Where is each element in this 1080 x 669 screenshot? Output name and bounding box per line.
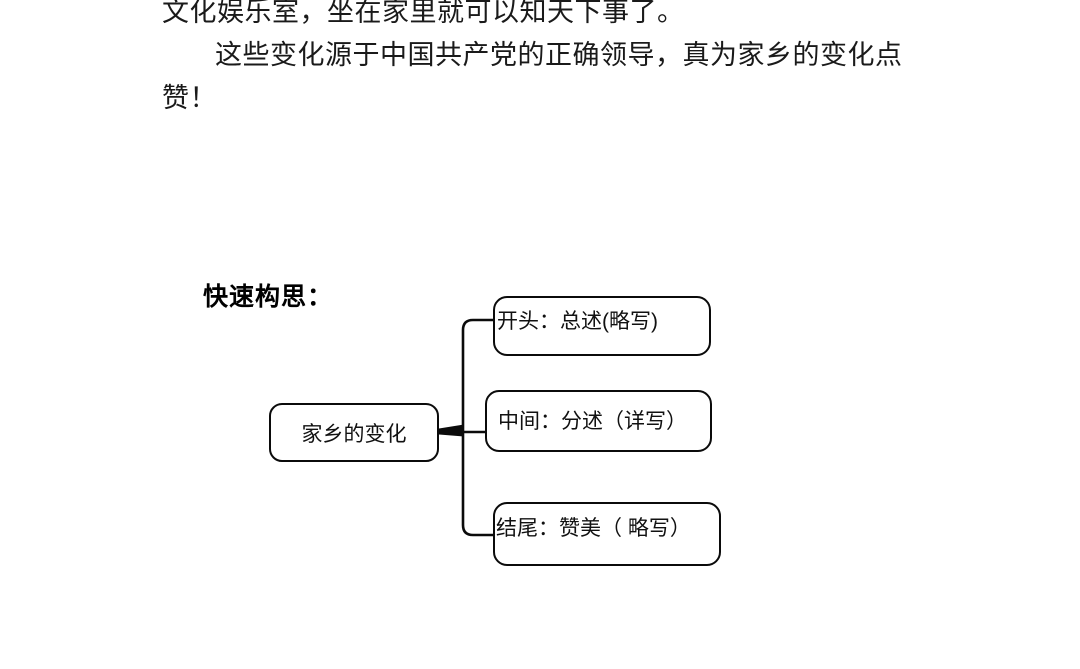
- body-paragraph-block: 文化娱乐室，坐在家里就可以知天下事了。 这些变化源于中国共产党的正确领导，真为家…: [162, 0, 952, 120]
- paragraph-line-3: 赞！: [162, 83, 217, 113]
- paragraph-line-2: 这些变化源于中国共产党的正确领导，真为家乡的变化点: [215, 40, 903, 70]
- diagram-node-middle[interactable]: 中间：分述（详写）: [485, 390, 712, 452]
- diagram-node-beginning[interactable]: 开头：总述(略写): [493, 296, 711, 356]
- diagram-node-middle-label: 中间：分述（详写）: [498, 410, 687, 433]
- section-title-quick-outline: 快速构思：: [203, 283, 334, 311]
- diagram-node-beginning-label: 开头：总述(略写): [497, 310, 658, 333]
- diagram-node-ending-label: 结尾：赞美（ 略写）: [496, 517, 691, 540]
- diagram-node-ending[interactable]: 结尾：赞美（ 略写）: [493, 502, 721, 566]
- diagram-node-root-label: 家乡的变化: [301, 422, 407, 446]
- paragraph-line-1: 文化娱乐室，坐在家里就可以知天下事了。: [162, 0, 685, 27]
- diagram-node-root[interactable]: 家乡的变化: [269, 403, 439, 462]
